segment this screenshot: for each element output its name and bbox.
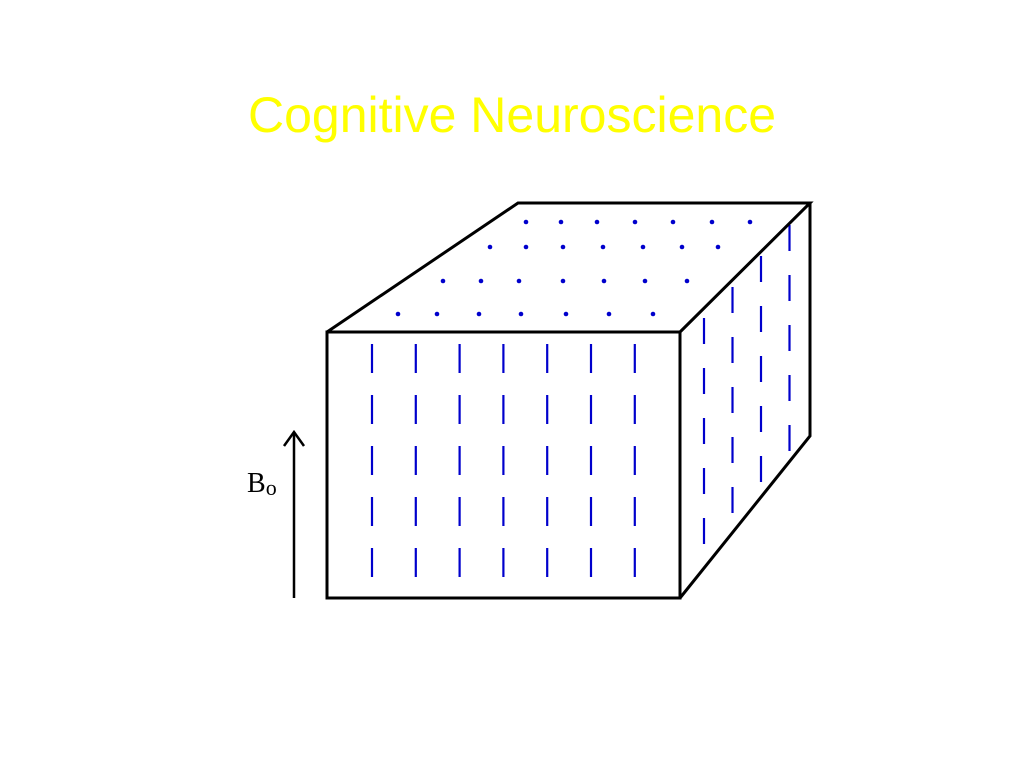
- top-spin-marker: [679, 244, 685, 250]
- field-arrow-head: [282, 429, 306, 447]
- field-arrow: [282, 429, 306, 598]
- top-spin-marker: [642, 278, 648, 284]
- top-spin-marker: [476, 311, 482, 317]
- top-spin-marker: [523, 244, 529, 250]
- top-spin-marker: [560, 278, 566, 284]
- cube-outline: [325, 201, 814, 600]
- top-spin-marker: [600, 244, 606, 250]
- top-spin-marker: [747, 219, 753, 225]
- top-spin-marker: [523, 219, 529, 225]
- top-spin-marker: [518, 311, 524, 317]
- field-label-main: B: [247, 468, 266, 499]
- top-spin-marker: [715, 244, 721, 250]
- cube-side-face-edge: [678, 203, 812, 599]
- top-spin-marker: [670, 219, 676, 225]
- top-spin-marker: [563, 311, 569, 317]
- top-spin-marker: [606, 311, 612, 317]
- side-face-spins: [702, 225, 791, 544]
- top-spin-marker: [709, 219, 715, 225]
- top-spin-marker: [395, 311, 401, 317]
- top-spin-marker: [684, 278, 690, 284]
- top-spin-marker: [516, 278, 522, 284]
- cube-front-face: [325, 330, 682, 600]
- slide-title: Cognitive Neuroscience: [247, 87, 777, 143]
- front-face-spins: [370, 344, 636, 577]
- top-spin-marker: [558, 219, 564, 225]
- top-spin-marker: [601, 278, 607, 284]
- top-face-spins: [395, 219, 753, 317]
- top-spin-marker: [478, 278, 484, 284]
- top-spin-marker: [487, 244, 493, 250]
- top-spin-marker: [560, 244, 566, 250]
- field-label-subscript: o: [265, 475, 277, 500]
- top-spin-marker: [640, 244, 646, 250]
- top-spin-marker: [594, 219, 600, 225]
- field-label-b0: Bo: [247, 468, 277, 501]
- top-spin-marker: [632, 219, 638, 225]
- top-spin-marker: [434, 311, 440, 317]
- cube-top-face-edge: [326, 201, 814, 334]
- top-spin-marker: [440, 278, 446, 284]
- top-spin-marker: [650, 311, 656, 317]
